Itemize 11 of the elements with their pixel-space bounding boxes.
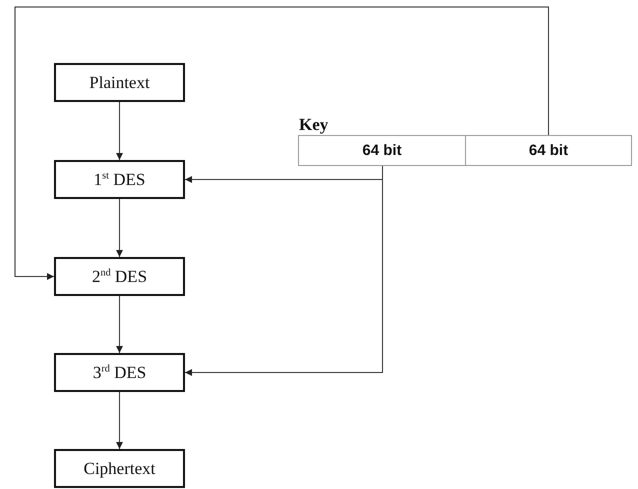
process-box: Plaintext [54, 63, 185, 102]
process-box: 2$^{nd}$ DES [54, 257, 185, 296]
process-box: 1$^{st}$ DES [54, 160, 185, 199]
arrow [116, 102, 123, 160]
process-box: 3$^{rd}$ DES [54, 353, 185, 392]
process-box: Ciphertext [54, 449, 185, 488]
arrow [14, 6, 549, 280]
key-heading: Key [299, 115, 328, 135]
arrow [116, 392, 123, 450]
arrow [116, 296, 123, 354]
arrow [116, 198, 123, 258]
